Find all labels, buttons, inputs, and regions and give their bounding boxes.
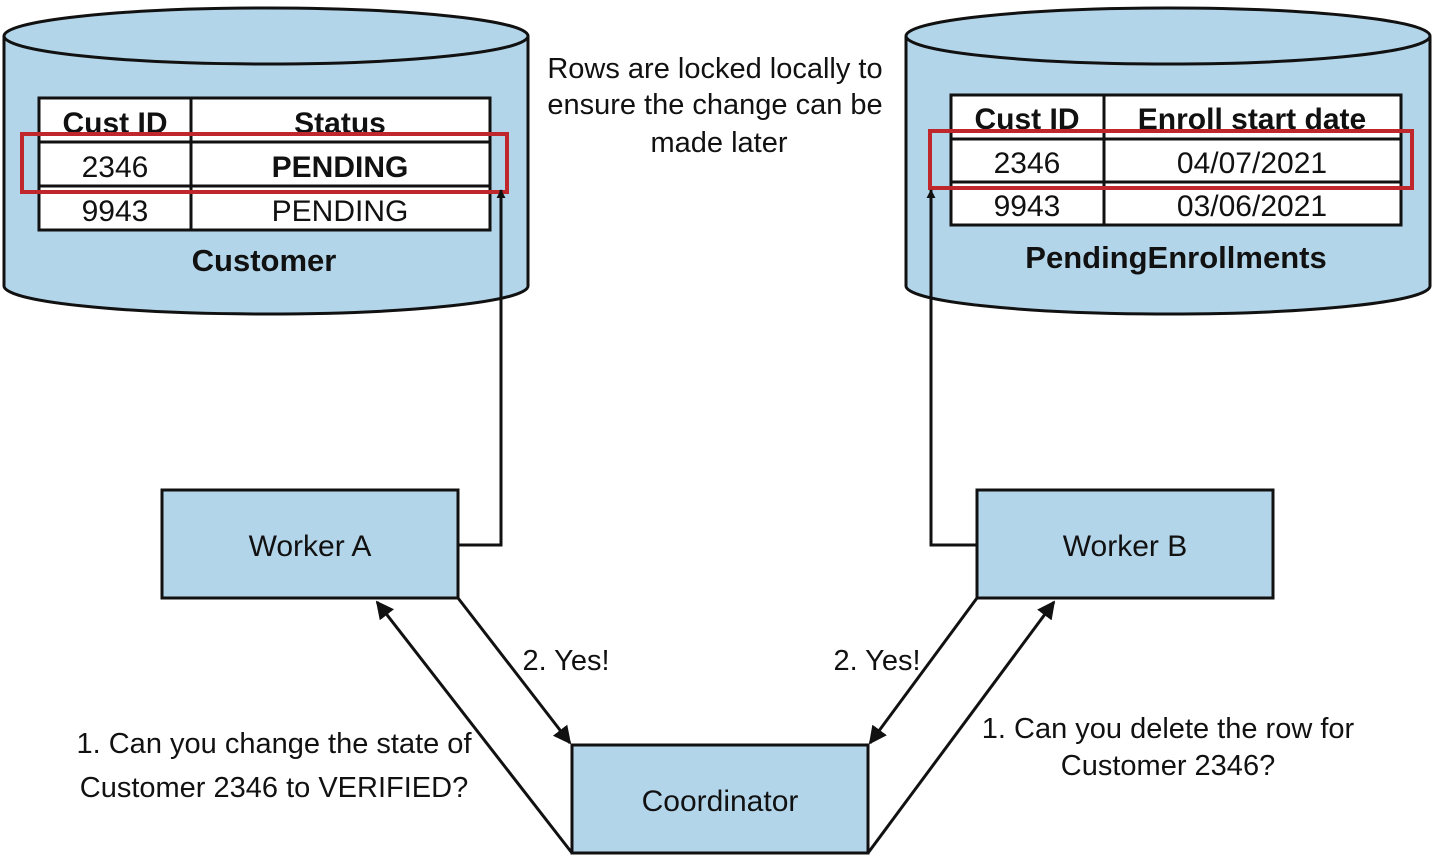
coordinator-label: Coordinator: [642, 785, 799, 818]
lock-note-line-1: Rows are locked locally to: [547, 53, 882, 85]
ask-worker-b-arrow: [866, 600, 1056, 854]
ask-worker-a-arrow: [375, 600, 574, 854]
customer-database: Cust ID Status 2346 PENDING 9943 PENDING…: [2, 6, 530, 316]
worker-a-lock-arrow: [458, 189, 506, 547]
customer-lock-highlight: [20, 132, 509, 194]
worker-b-reply-arrow: [868, 597, 979, 745]
right-question-line-1: 1. Can you delete the row for: [982, 713, 1355, 745]
left-question-line-2: Customer 2346 to VERIFIED?: [80, 772, 468, 804]
customer-table: Cust ID Status 2346 PENDING 9943 PENDING: [37, 96, 492, 232]
worker-a-label: Worker A: [249, 530, 372, 563]
enrollments-row1-date: 04/07/2021: [1177, 147, 1327, 180]
lock-note-line-3: made later: [650, 127, 787, 159]
customer-row2-status: PENDING: [272, 195, 409, 228]
worker-a-reply-label: 2. Yes!: [522, 645, 609, 677]
worker-a-reply-arrow: [456, 597, 572, 745]
lock-note-line-2: ensure the change can be: [547, 89, 882, 121]
enrollments-lock-highlight: [928, 129, 1414, 190]
left-question-line-1: 1. Can you change the state of: [77, 728, 473, 760]
right-question-line-2: Customer 2346?: [1061, 750, 1275, 782]
worker-b-reply-label: 2. Yes!: [833, 645, 920, 677]
enrollments-row1-id: 2346: [994, 147, 1061, 180]
customer-row1-id: 2346: [82, 151, 149, 184]
coordinator-node: Coordinator: [570, 743, 870, 855]
enrollments-row2-id: 9943: [994, 190, 1061, 223]
enrollments-row2-date: 03/06/2021: [1177, 190, 1327, 223]
enrollments-database: Cust ID Enroll start date 2346 04/07/202…: [904, 6, 1432, 316]
customer-row1-status: PENDING: [272, 151, 409, 184]
worker-b-node: Worker B: [975, 488, 1275, 600]
worker-a-node: Worker A: [160, 488, 460, 600]
lock-note: Rows are locked locally to ensure the ch…: [547, 53, 882, 159]
enrollments-db-label: PendingEnrollments: [1025, 240, 1326, 275]
worker-b-lock-arrow: [926, 189, 977, 547]
worker-b-label: Worker B: [1063, 530, 1187, 563]
enrollments-table: Cust ID Enroll start date 2346 04/07/202…: [949, 93, 1403, 227]
customer-row2-id: 9943: [82, 195, 149, 228]
customer-db-label: Customer: [192, 243, 337, 278]
